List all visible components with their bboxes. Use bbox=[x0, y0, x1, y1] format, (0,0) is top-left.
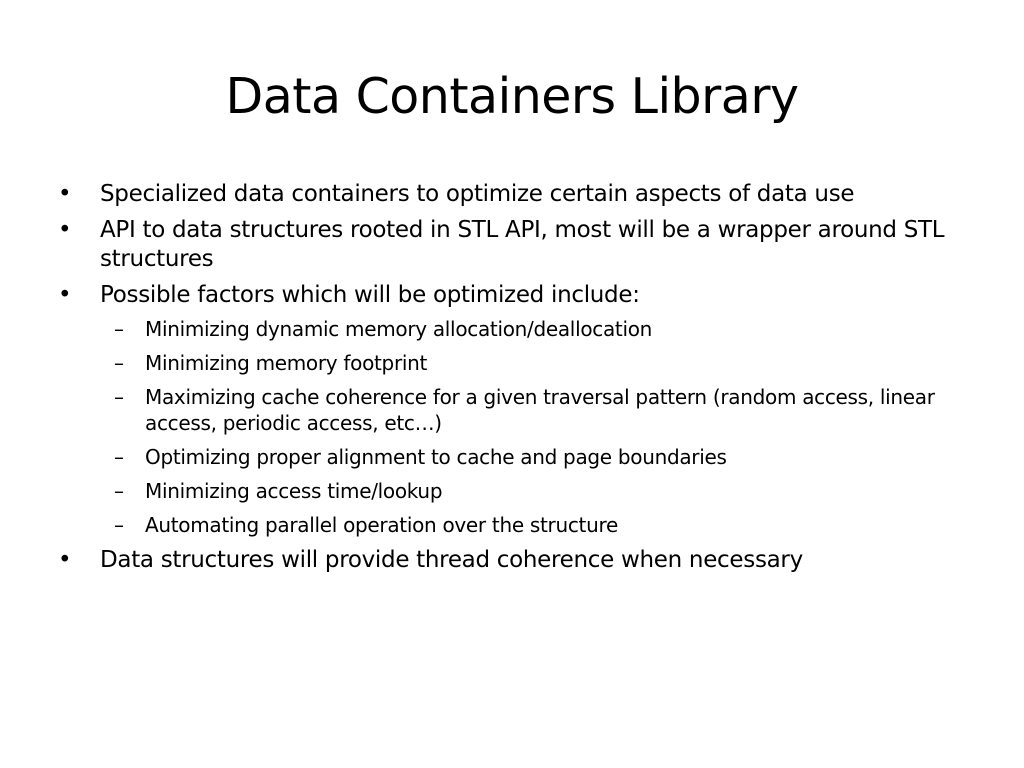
bullet-list: • Specialized data containers to optimiz… bbox=[58, 180, 958, 582]
bullet-marker: • bbox=[58, 282, 72, 308]
bullet-text: Specialized data containers to optimize … bbox=[100, 181, 855, 207]
sub-bullet-text: Optimizing proper alignment to cache and… bbox=[145, 445, 727, 469]
dash-marker: – bbox=[114, 385, 124, 409]
dash-marker: – bbox=[114, 513, 124, 537]
sub-bullet-list: – Minimizing dynamic memory allocation/d… bbox=[100, 316, 958, 538]
bullet-item: • Possible factors which will be optimiz… bbox=[58, 281, 958, 538]
bullet-item: • Specialized data containers to optimiz… bbox=[58, 180, 958, 209]
bullet-item: • API to data structures rooted in STL A… bbox=[58, 216, 958, 274]
sub-bullet-text: Maximizing cache coherence for a given t… bbox=[145, 385, 935, 435]
bullet-item: • Data structures will provide thread co… bbox=[58, 546, 958, 575]
dash-marker: – bbox=[114, 317, 124, 341]
sub-bullet-item: – Minimizing memory footprint bbox=[100, 350, 958, 376]
sub-bullet-item: – Maximizing cache coherence for a given… bbox=[100, 384, 958, 436]
sub-bullet-item: – Minimizing dynamic memory allocation/d… bbox=[100, 316, 958, 342]
bullet-text: API to data structures rooted in STL API… bbox=[100, 217, 945, 272]
sub-bullet-text: Minimizing memory footprint bbox=[145, 351, 428, 375]
dash-marker: – bbox=[114, 351, 124, 375]
sub-bullet-text: Minimizing dynamic memory allocation/dea… bbox=[145, 317, 653, 341]
dash-marker: – bbox=[114, 445, 124, 469]
bullet-text: Possible factors which will be optimized… bbox=[100, 282, 640, 308]
sub-bullet-text: Automating parallel operation over the s… bbox=[145, 513, 618, 537]
sub-bullet-item: – Optimizing proper alignment to cache a… bbox=[100, 444, 958, 470]
slide-title: Data Containers Library bbox=[225, 68, 799, 125]
bullet-marker: • bbox=[58, 217, 72, 243]
bullet-text: Data structures will provide thread cohe… bbox=[100, 547, 803, 573]
sub-bullet-item: – Minimizing access time/lookup bbox=[100, 478, 958, 504]
dash-marker: – bbox=[114, 479, 124, 503]
bullet-marker: • bbox=[58, 181, 72, 207]
sub-bullet-text: Minimizing access time/lookup bbox=[145, 479, 443, 503]
sub-bullet-item: – Automating parallel operation over the… bbox=[100, 512, 958, 538]
bullet-marker: • bbox=[58, 547, 72, 573]
